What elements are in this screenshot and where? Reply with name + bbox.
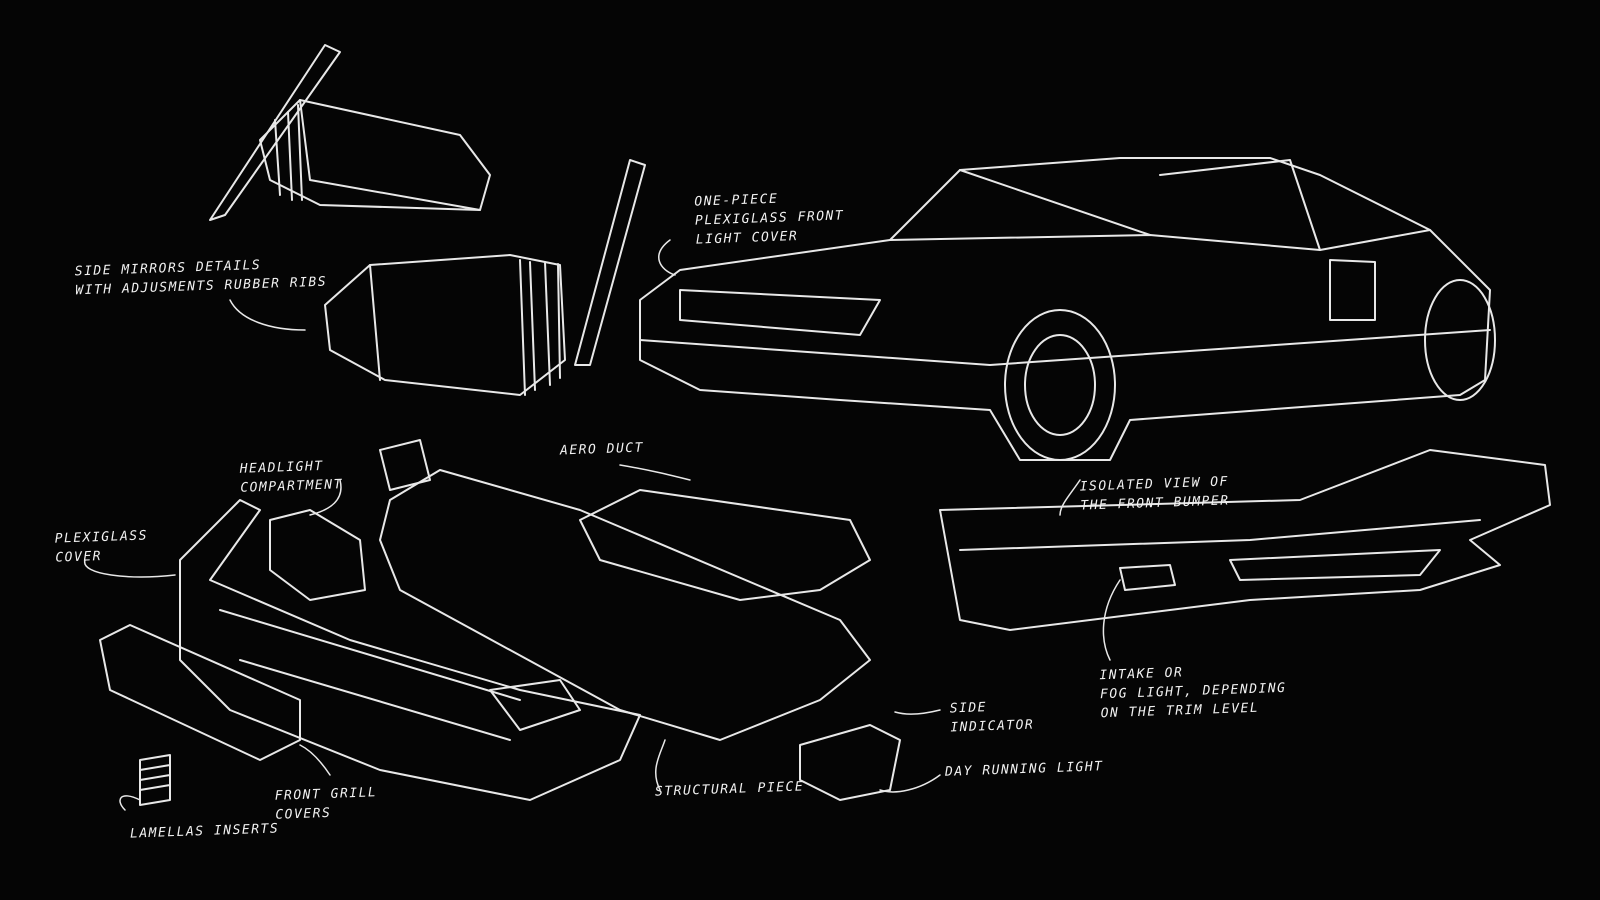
side-mirror-bottom bbox=[324, 159, 646, 396]
isolated-front-bumper bbox=[939, 449, 1551, 631]
label-side-indicator: Side indicator bbox=[949, 700, 1035, 736]
label-aero-duct: Aero duct bbox=[559, 440, 645, 459]
annotation-arrows bbox=[84, 239, 1121, 811]
exploded-front-parts bbox=[99, 439, 901, 806]
label-headlight-compartment: Headlight compartment bbox=[239, 458, 344, 496]
label-plexiglass-cover: Plexiglass cover bbox=[54, 528, 149, 566]
label-front-grill-covers: Front grill covers bbox=[274, 785, 378, 823]
label-isolated-bumper: Isolated view of the front bumper bbox=[1079, 474, 1230, 514]
car-sketch bbox=[639, 157, 1496, 461]
label-front-light-cover: One-piece plexiglass front light cover bbox=[694, 191, 845, 248]
label-intake-fog-light: Intake or fog light, depending on the tr… bbox=[1099, 665, 1287, 722]
side-mirror-top bbox=[209, 44, 491, 221]
